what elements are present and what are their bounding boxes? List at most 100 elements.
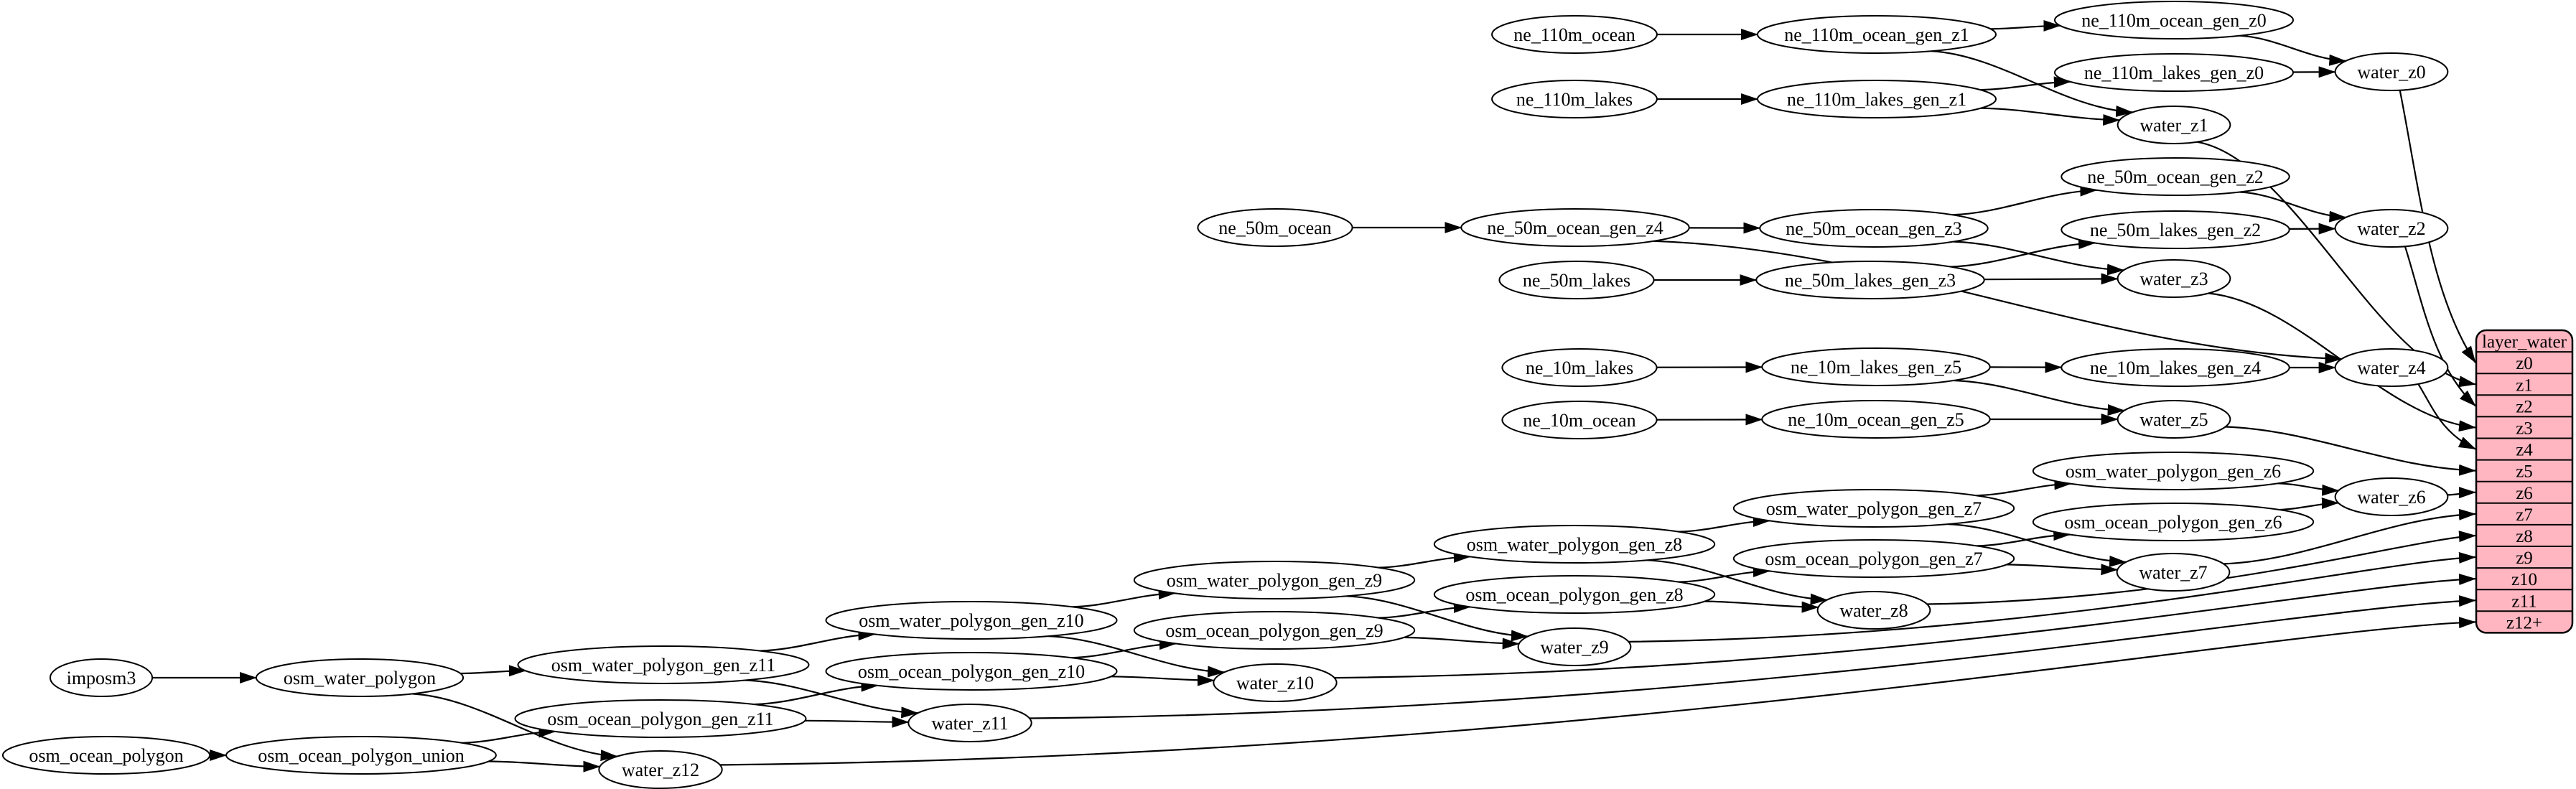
edge-osm_water_polygon_gen_z11-to-osm_water_polygon_gen_z10: [760, 629, 876, 652]
graph-node-ne_110m_lakes_gen_z0: ne_110m_lakes_gen_z0: [2054, 53, 2294, 92]
node-label-water_z7: water_z7: [2139, 562, 2207, 583]
node-ellipse-water_z0: [2334, 52, 2449, 91]
graph-node-water_z8: water_z8: [1816, 591, 1931, 630]
node-label-osm_ocean_polygon_gen_z8: osm_ocean_polygon_gen_z8: [1465, 584, 1683, 605]
graph-node-osm_water_polygon_gen_z6: osm_water_polygon_gen_z6: [2032, 452, 2315, 490]
node-label-ne_110m_ocean_gen_z1: ne_110m_ocean_gen_z1: [1784, 24, 1969, 45]
node-ellipse-water_z9: [1517, 627, 1632, 666]
table-row-z8: z8: [2516, 527, 2533, 546]
edge-osm_ocean_polygon_gen_z7-to-water_z7: [2006, 564, 2119, 576]
graph-node-ne_50m_lakes: ne_50m_lakes: [1498, 261, 1655, 299]
graph-node-osm_ocean_polygon_gen_z10: osm_ocean_polygon_gen_z10: [825, 652, 1118, 691]
node-ellipse-imposm3: [49, 658, 154, 697]
graph-node-water_z6: water_z6: [2334, 477, 2449, 516]
graph-node-water_z3: water_z3: [2117, 259, 2231, 298]
node-label-water_z0: water_z0: [2357, 62, 2425, 83]
node-label-water_z3: water_z3: [2139, 269, 2208, 289]
node-label-ne_50m_ocean: ne_50m_ocean: [1218, 218, 1331, 238]
node-label-ne_10m_ocean_gen_z5: ne_10m_ocean_gen_z5: [1788, 409, 1964, 430]
edge-water_z8-to-layer-z8: [1927, 531, 2476, 605]
graph-node-osm_water_polygon_gen_z8: osm_water_polygon_gen_z8: [1433, 525, 1716, 564]
node-label-ne_50m_ocean_gen_z4: ne_50m_ocean_gen_z4: [1487, 218, 1663, 238]
node-label-ne_110m_lakes_gen_z1: ne_110m_lakes_gen_z1: [1787, 89, 1966, 110]
graph-node-imposm3: imposm3: [49, 658, 154, 697]
node-ellipse-water_z4: [2334, 348, 2449, 387]
node-label-osm_ocean_polygon_gen_z11: osm_ocean_polygon_gen_z11: [547, 709, 773, 729]
graph-node-osm_water_polygon_gen_z10: osm_water_polygon_gen_z10: [825, 601, 1118, 640]
edge-ne_110m_lakes_gen_z1-to-ne_110m_lakes_gen_z0: [1980, 76, 2071, 91]
edge-osm_ocean_polygon_union-to-water_z12: [488, 760, 601, 772]
graph-node-water_z5: water_z5: [2117, 400, 2231, 439]
edge-osm_water_polygon_gen_z8-to-water_z8: [1646, 559, 1828, 605]
node-ellipse-ne_10m_ocean: [1501, 401, 1658, 439]
layer-water-table: layer_waterz0z1z2z3z4z5z6z7z8z9z10z11z12…: [2475, 329, 2574, 634]
edge-water_z9-to-layer-z9: [1628, 551, 2476, 643]
edge-ne_50m_ocean_gen_z2-to-water_z2: [2239, 191, 2347, 223]
node-label-osm_ocean_polygon_gen_z10: osm_ocean_polygon_gen_z10: [858, 661, 1085, 682]
node-label-ne_110m_ocean_gen_z0: ne_110m_ocean_gen_z0: [2081, 10, 2267, 31]
edge-osm_water_polygon-to-osm_water_polygon_gen_z11: [460, 665, 526, 677]
node-ellipse-water_z8: [1816, 591, 1931, 630]
graph-node-ne_110m_lakes: ne_110m_lakes: [1491, 80, 1658, 118]
graph-node-osm_ocean_polygon_gen_z6: osm_ocean_polygon_gen_z6: [2032, 503, 2315, 541]
graph-node-ne_50m_ocean_gen_z3: ne_50m_ocean_gen_z3: [1759, 209, 1989, 248]
node-ellipse-osm_ocean_polygon_gen_z10: [825, 652, 1118, 691]
node-ellipse-ne_10m_lakes_gen_z4: [2061, 348, 2290, 387]
node-ellipse-ne_10m_lakes_gen_z5: [1761, 347, 1991, 386]
node-label-ne_10m_lakes_gen_z5: ne_10m_lakes_gen_z5: [1791, 357, 1961, 378]
edge-osm_ocean_polygon_gen_z8-to-osm_ocean_polygon_gen_z7: [1679, 565, 1770, 583]
node-label-ne_50m_ocean_gen_z3: ne_50m_ocean_gen_z3: [1786, 218, 1961, 239]
graph-node-osm_water_polygon: osm_water_polygon: [255, 658, 465, 697]
graph-node-ne_110m_ocean_gen_z0: ne_110m_ocean_gen_z0: [2054, 1, 2294, 39]
node-label-osm_ocean_polygon_gen_z9: osm_ocean_polygon_gen_z9: [1165, 620, 1383, 641]
graph-node-ne_50m_lakes_gen_z2: ne_50m_lakes_gen_z2: [2061, 210, 2290, 249]
graph-node-ne_50m_ocean_gen_z2: ne_50m_ocean_gen_z2: [2061, 157, 2290, 196]
node-ellipse-osm_ocean_polygon_gen_z7: [1732, 539, 2015, 578]
node-ellipse-ne_110m_ocean_gen_z0: [2054, 1, 2294, 39]
edge-ne_50m_ocean_gen_z3-to-water_z3: [1953, 241, 2124, 276]
node-label-ne_50m_ocean_gen_z2: ne_50m_ocean_gen_z2: [2087, 167, 2263, 187]
node-label-imposm3: imposm3: [67, 668, 136, 688]
graph-node-ne_110m_ocean_gen_z1: ne_110m_ocean_gen_z1: [1757, 15, 1997, 54]
node-ellipse-ne_50m_ocean_gen_z3: [1759, 209, 1989, 248]
edge-water_z12-to-layer-z12+: [719, 617, 2476, 766]
edge-osm_ocean_polygon_gen_z8-to-water_z8: [1704, 600, 1819, 613]
edge-ne_50m_ocean_gen_z3-to-ne_50m_ocean_gen_z2: [1952, 185, 2098, 216]
edge-osm_water_polygon_gen_z10-to-water_z10: [1048, 635, 1226, 678]
node-label-osm_ocean_polygon_union: osm_ocean_polygon_union: [258, 745, 464, 766]
table-row-z6: z6: [2516, 484, 2533, 503]
edge-water_z2-to-layer-z2: [2404, 246, 2476, 407]
graph-node-ne_50m_ocean: ne_50m_ocean: [1197, 208, 1353, 247]
node-ellipse-ne_50m_lakes_gen_z3: [1755, 261, 1985, 299]
node-ellipse-water_z10: [1213, 663, 1338, 702]
edge-osm_water_polygon-to-water_z12: [412, 693, 618, 762]
node-label-osm_water_polygon_gen_z7: osm_water_polygon_gen_z7: [1766, 498, 1982, 519]
node-ellipse-ne_10m_lakes: [1501, 348, 1658, 387]
table-row-z5: z5: [2516, 462, 2533, 482]
edge-water_z5-to-layer-z5: [2225, 426, 2476, 476]
node-label-osm_water_polygon_gen_z6: osm_water_polygon_gen_z6: [2066, 461, 2281, 482]
node-ellipse-osm_ocean_polygon: [1, 736, 211, 775]
edge-ne_10m_lakes_gen_z5-to-water_z5: [1954, 379, 2125, 416]
node-ellipse-osm_water_polygon_gen_z10: [825, 601, 1118, 640]
table-row-z11: z11: [2511, 592, 2537, 611]
node-ellipse-water_z7: [2116, 553, 2231, 592]
node-label-osm_water_polygon_gen_z10: osm_water_polygon_gen_z10: [859, 610, 1083, 631]
graph-node-ne_10m_ocean_gen_z5: ne_10m_ocean_gen_z5: [1761, 400, 1991, 439]
node-label-osm_water_polygon: osm_water_polygon: [284, 668, 436, 688]
node-ellipse-ne_50m_ocean: [1197, 208, 1353, 247]
edge-ne_110m_ocean_gen_z0-to-water_z0: [2239, 34, 2347, 66]
table-row-z10: z10: [2511, 570, 2537, 589]
edge-osm_water_polygon_gen_z9-to-osm_water_polygon_gen_z8: [1378, 551, 1471, 569]
edges-layer: [152, 19, 2476, 772]
table-row-z9: z9: [2516, 548, 2533, 568]
node-ellipse-osm_ocean_polygon_gen_z11: [514, 699, 807, 738]
edge-ne_50m_lakes_gen_z3-to-ne_50m_lakes_gen_z2: [1950, 238, 2096, 268]
edge-osm_ocean_polygon_union-to-osm_ocean_polygon_gen_z11: [462, 726, 556, 744]
node-label-water_z8: water_z8: [1839, 600, 1908, 621]
graph-node-osm_water_polygon_gen_z11: osm_water_polygon_gen_z11: [517, 645, 810, 684]
edge-osm_ocean_polygon_gen_z10-to-water_z10: [1111, 674, 1215, 686]
node-label-osm_ocean_polygon_gen_z6: osm_ocean_polygon_gen_z6: [2064, 512, 2282, 533]
